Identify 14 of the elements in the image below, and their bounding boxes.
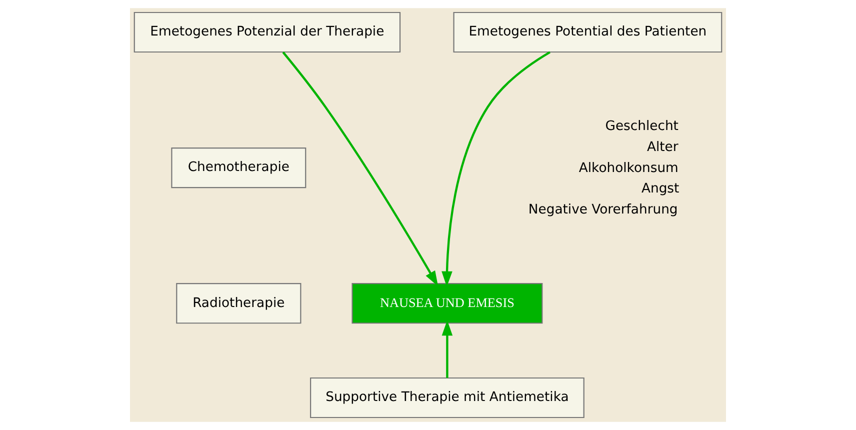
node-box: Radiotherapie [176, 283, 302, 324]
label: Negative Vorerfahrung [528, 202, 678, 218]
node-box: Emetogenes Potential des Patienten [453, 12, 722, 53]
arrow [442, 51, 550, 287]
label: Angst [641, 182, 680, 197]
node-box: Emetogenes Potenzial der Therapie [134, 12, 401, 53]
node-box: Supportive Therapie mit Antiemetika [310, 377, 584, 418]
arrow [442, 320, 453, 378]
label: Geschlecht [605, 119, 678, 134]
node-box: Chemotherapie [171, 148, 306, 188]
node-box: NAUSEA UND EMESIS [352, 283, 543, 324]
label: Alkoholkonsum [578, 160, 678, 176]
arrow [282, 52, 438, 286]
label: Alter [646, 140, 678, 155]
